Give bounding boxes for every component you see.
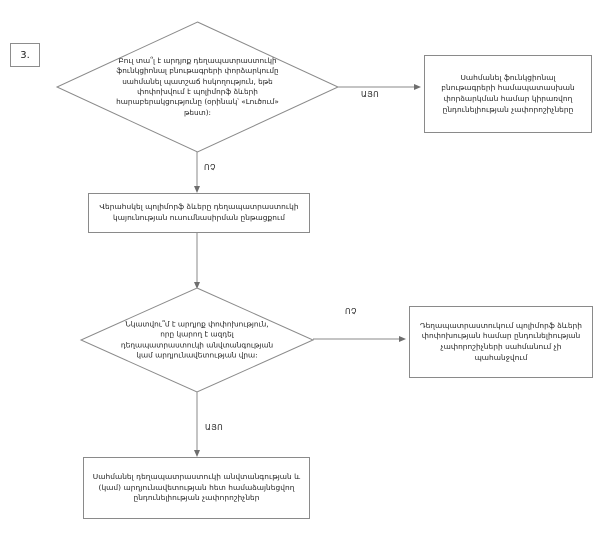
outcome-box-3-label: Սահմանել դեղապատրաստուկի անվտանգության և…	[92, 471, 301, 503]
outcome-box-acceptance-criteria-functional[interactable]: Սահմանել ֆունկցիոնալ բնութագրերի համապատ…	[424, 55, 592, 133]
process-box-monitor-polymorphic-forms[interactable]: Վերահսկել պոլիմորֆ ձևերը դեղապատրաստուկի…	[88, 193, 310, 233]
edge-label-decision1-no: ՈՉ	[204, 163, 216, 172]
process-box-1-label: Վերահսկել պոլիմորֆ ձևերը դեղապատրաստուկի…	[99, 202, 299, 222]
outcome-box-1-label: Սահմանել ֆունկցիոնալ բնութագրերի համապատ…	[441, 72, 575, 114]
step-number-badge: 3.	[10, 43, 40, 67]
diamond-shape-2	[81, 288, 313, 392]
edge-label-decision2-no: ՈՉ	[345, 307, 357, 316]
edge-label-decision1-yes: ԱՅՈ	[361, 90, 380, 99]
outcome-box-no-criteria-required[interactable]: Դեղապատրաստուկում պոլիմորֆ ձևերի փոփոխու…	[409, 306, 593, 378]
outcome-box-2-label: Դեղապատրաստուկում պոլիմորֆ ձևերի փոփոխու…	[419, 320, 583, 362]
diamond-shape-1	[57, 22, 338, 152]
edge-label-decision2-yes: ԱՅՈ	[205, 423, 224, 432]
decision-node-functional-characteristics[interactable]: Բուլ տա՞լ է արդյոք դեղապատրաստուկի ֆունկ…	[57, 22, 338, 152]
decision-node-safety-efficacy-change[interactable]: Նկատվու՞մ է արդյոք փոփոխություն, որը կար…	[81, 288, 313, 392]
outcome-box-set-acceptance-criteria-safety[interactable]: Սահմանել դեղապատրաստուկի անվտանգության և…	[83, 457, 310, 519]
